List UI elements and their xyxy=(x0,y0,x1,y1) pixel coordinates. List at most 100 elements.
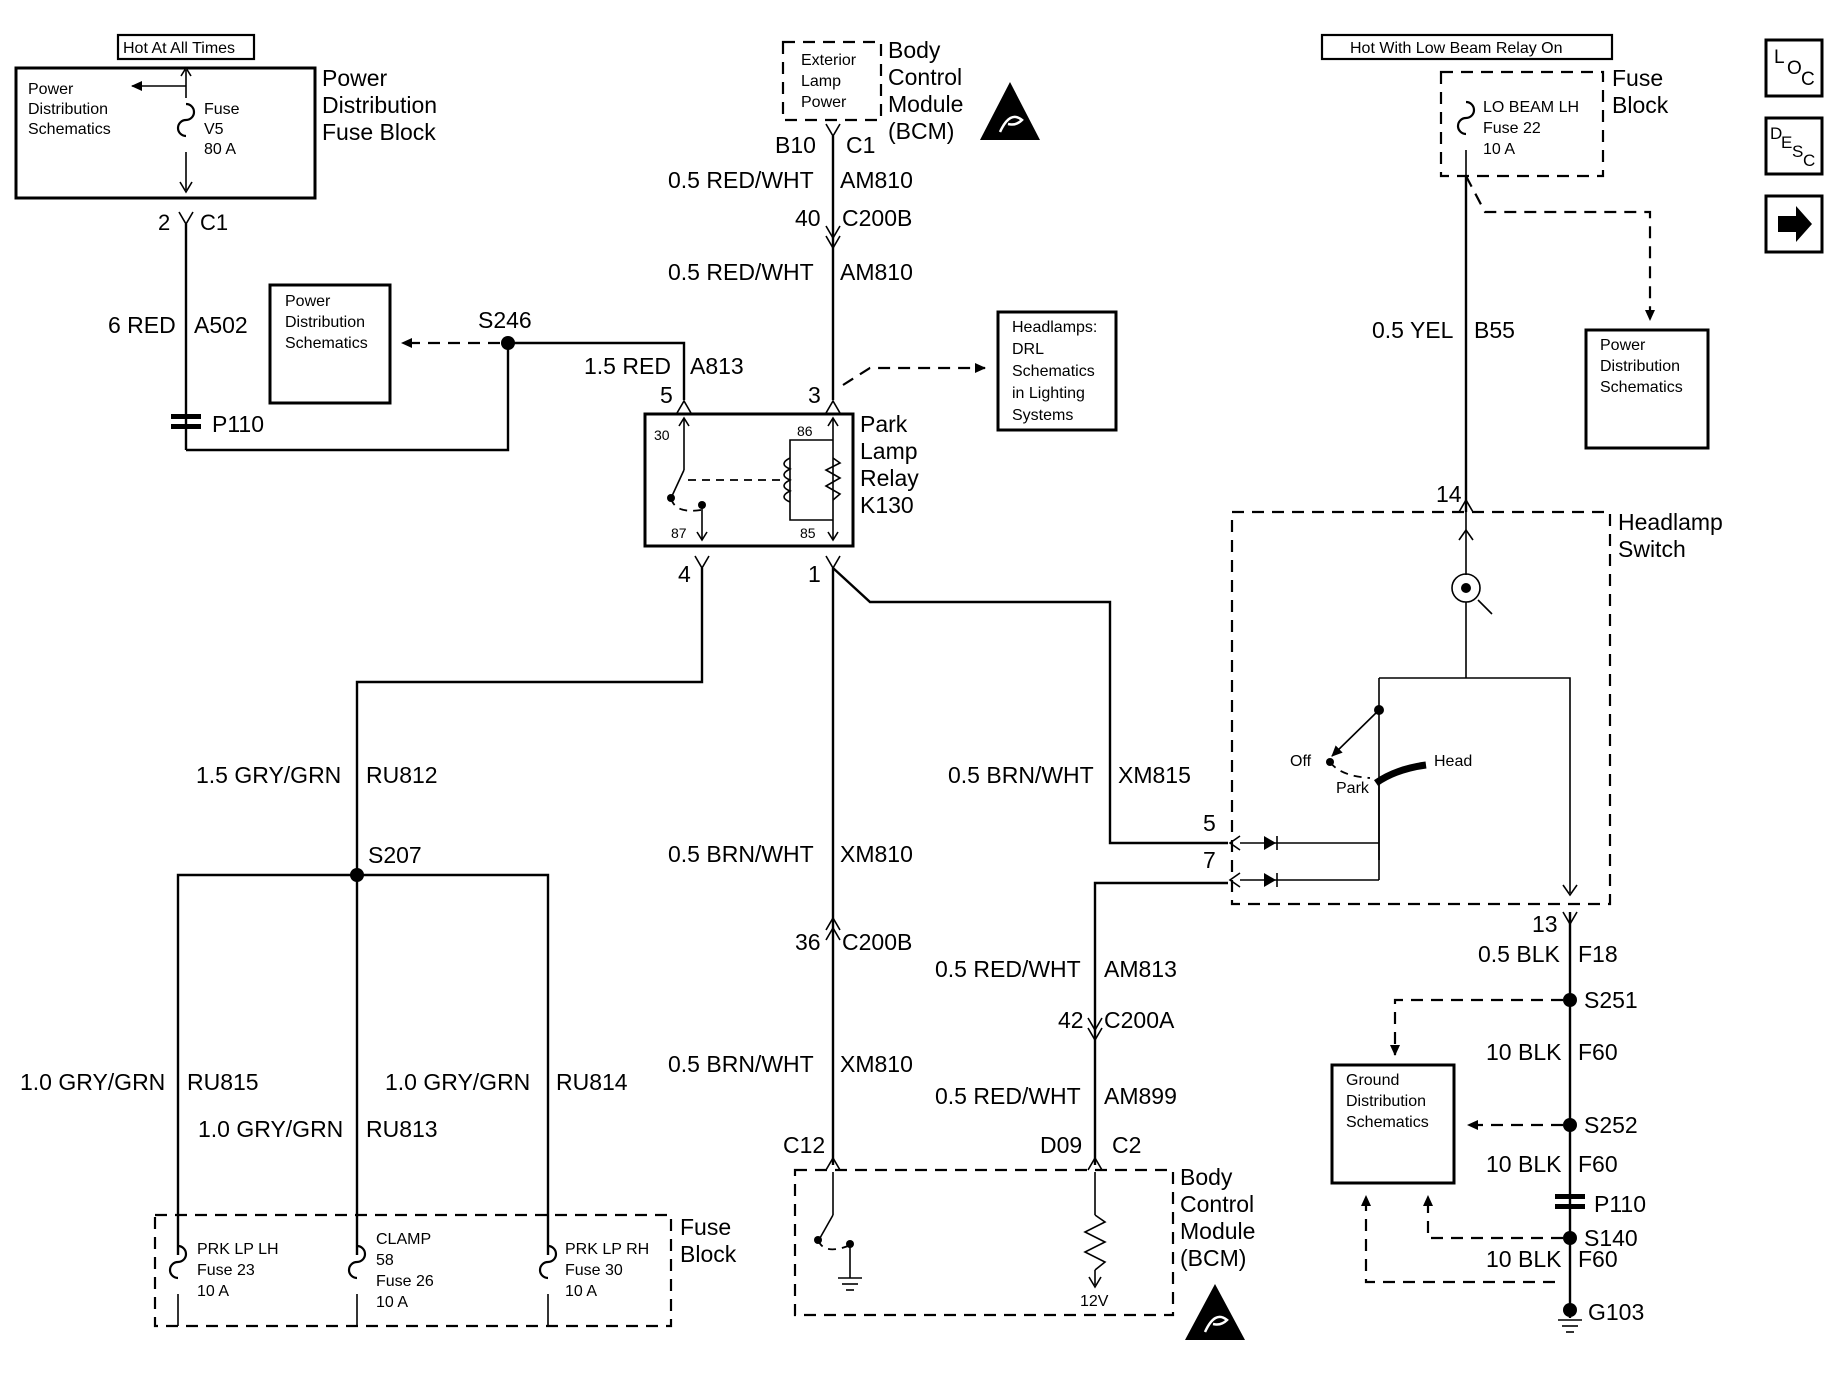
svg-text:40: 40 xyxy=(795,205,821,231)
svg-text:XM810: XM810 xyxy=(840,841,913,867)
svg-text:Park: Park xyxy=(860,411,908,437)
relay-pin4-terminal xyxy=(694,555,710,570)
relay-connector-pins: 5 3 4 1 xyxy=(660,382,841,587)
wire-p110-to-s246 xyxy=(186,343,510,452)
svg-text:P110: P110 xyxy=(212,411,264,437)
svg-text:S207: S207 xyxy=(368,842,422,868)
loc-icon[interactable]: L O C xyxy=(1764,38,1824,98)
bcm-exterior-lamp-power: Exterior Lamp Power xyxy=(781,40,883,138)
fuse-block-right-title: Fuse Block xyxy=(1612,65,1669,118)
wire-label-xm810-a: 0.5 BRN/WHT XM810 xyxy=(668,841,913,867)
hot-at-all-times-note: Hot At All Times xyxy=(116,33,256,61)
svg-text:Switch: Switch xyxy=(1618,536,1686,562)
svg-text:Power: Power xyxy=(322,65,388,91)
splice-s252: S252 xyxy=(1563,1112,1638,1138)
svg-text:Off: Off xyxy=(1290,753,1312,770)
svg-text:10 BLK: 10 BLK xyxy=(1486,1039,1562,1065)
svg-text:Block: Block xyxy=(1612,92,1669,118)
switch-positions: Off Park Head xyxy=(1290,753,1472,797)
esd-warning-icon-bottom xyxy=(1185,1284,1245,1340)
svg-text:Distribution: Distribution xyxy=(28,101,108,118)
wire-label-b55: 0.5 YEL B55 xyxy=(1372,317,1515,343)
svg-text:10 A: 10 A xyxy=(565,1283,597,1300)
svg-text:P110: P110 xyxy=(1594,1191,1646,1217)
wire-label-xm810-b: 0.5 BRN/WHT XM810 xyxy=(668,1051,913,1077)
connector-c1: 2 C1 xyxy=(158,210,228,235)
svg-text:10 BLK: 10 BLK xyxy=(1486,1151,1562,1177)
svg-text:D09: D09 xyxy=(1040,1132,1082,1158)
svg-text:O: O xyxy=(1787,58,1802,79)
svg-text:1.0 GRY/GRN: 1.0 GRY/GRN xyxy=(198,1116,343,1142)
relay-pin1-terminal xyxy=(825,555,841,570)
power-distribution-schematics-ref-mid: Power Distribution Schematics xyxy=(268,283,392,405)
svg-text:10 A: 10 A xyxy=(197,1283,229,1300)
svg-text:S252: S252 xyxy=(1584,1112,1638,1138)
headlamp-switch xyxy=(1230,510,1612,906)
svg-text:0.5 BRN/WHT: 0.5 BRN/WHT xyxy=(668,1051,814,1077)
svg-text:L: L xyxy=(1774,47,1785,68)
svg-text:C1: C1 xyxy=(200,210,228,235)
fuse-block-bottom-title: Fuse Block xyxy=(680,1214,737,1267)
hot-with-low-beam-relay-note: Hot With Low Beam Relay On xyxy=(1320,33,1614,61)
svg-text:C: C xyxy=(1803,151,1815,170)
svg-text:Module: Module xyxy=(888,91,963,117)
svg-text:Power: Power xyxy=(28,81,74,98)
park-lamp-relay-k130 xyxy=(643,412,855,548)
svg-text:Headlamp: Headlamp xyxy=(1618,509,1723,535)
switch-pin-13: 13 xyxy=(1532,911,1578,937)
svg-text:58: 58 xyxy=(376,1252,394,1269)
svg-text:Distribution: Distribution xyxy=(1600,358,1680,375)
svg-text:PRK LP RH: PRK LP RH xyxy=(565,1241,649,1258)
svg-text:S140: S140 xyxy=(1584,1225,1638,1251)
svg-text:G103: G103 xyxy=(1588,1299,1644,1325)
fuse-block-lo-beam: LO BEAM LH Fuse 22 10 A xyxy=(1439,70,1605,178)
svg-text:B55: B55 xyxy=(1474,317,1515,343)
ref-arrow-s251-to-ground xyxy=(1390,998,1563,1056)
svg-text:80 A: 80 A xyxy=(204,141,236,158)
svg-text:Park: Park xyxy=(1336,780,1370,797)
power-distribution-fuse-block: Power Distribution Schematics Fuse V5 80… xyxy=(14,66,317,200)
svg-text:RU814: RU814 xyxy=(556,1069,628,1095)
svg-text:F60: F60 xyxy=(1578,1246,1618,1272)
svg-text:C1: C1 xyxy=(846,132,875,158)
svg-text:Distribution: Distribution xyxy=(322,92,437,118)
svg-text:AM810: AM810 xyxy=(840,167,913,193)
svg-text:E: E xyxy=(1781,133,1792,152)
svg-text:Fuse Block: Fuse Block xyxy=(322,119,436,145)
svg-text:(BCM): (BCM) xyxy=(1180,1245,1246,1271)
svg-text:D: D xyxy=(1770,124,1782,143)
svg-text:C200A: C200A xyxy=(1104,1007,1175,1033)
bcm-top-title: Body Control Module (BCM) xyxy=(888,37,963,144)
svg-text:0.5 BLK: 0.5 BLK xyxy=(1478,941,1560,967)
svg-text:F60: F60 xyxy=(1578,1039,1618,1065)
svg-text:Ground: Ground xyxy=(1346,1072,1399,1089)
svg-text:Power: Power xyxy=(801,94,847,111)
svg-text:2: 2 xyxy=(158,210,170,235)
svg-text:85: 85 xyxy=(800,525,816,541)
svg-text:Headlamps:: Headlamps: xyxy=(1012,319,1097,336)
wire-a813 xyxy=(508,341,686,400)
desc-icon[interactable]: D E S C xyxy=(1764,116,1824,176)
svg-text:1: 1 xyxy=(808,561,821,587)
svg-text:V5: V5 xyxy=(204,121,224,138)
svg-text:Fuse: Fuse xyxy=(204,101,240,118)
wire-ru814 xyxy=(357,873,550,1255)
wire-am813 xyxy=(1093,881,1228,1165)
svg-text:A813: A813 xyxy=(690,353,744,379)
splice-s140: S140 xyxy=(1563,1225,1638,1251)
next-arrow-icon[interactable] xyxy=(1764,194,1824,254)
svg-text:7: 7 xyxy=(1203,847,1216,873)
relay-title: Park Lamp Relay K130 xyxy=(860,411,919,518)
headlamp-switch-title: Headlamp Switch xyxy=(1618,509,1723,562)
svg-text:LO BEAM LH: LO BEAM LH xyxy=(1483,99,1579,116)
inline-connector-p110-left: P110 xyxy=(171,411,264,437)
headlamps-drl-ref: Headlamps: DRL Schematics in Lighting Sy… xyxy=(996,310,1118,432)
svg-text:Schematics: Schematics xyxy=(1346,1114,1429,1131)
svg-text:RU815: RU815 xyxy=(187,1069,259,1095)
svg-text:0.5 RED/WHT: 0.5 RED/WHT xyxy=(935,956,1081,982)
connector-c200b-36: 36 C200B xyxy=(795,916,912,955)
wire-label-f18: 0.5 BLK F18 xyxy=(1478,941,1618,967)
fuse-clamp-58: CLAMP 58 Fuse 26 10 A xyxy=(376,1231,434,1311)
svg-text:10 A: 10 A xyxy=(1483,141,1515,158)
